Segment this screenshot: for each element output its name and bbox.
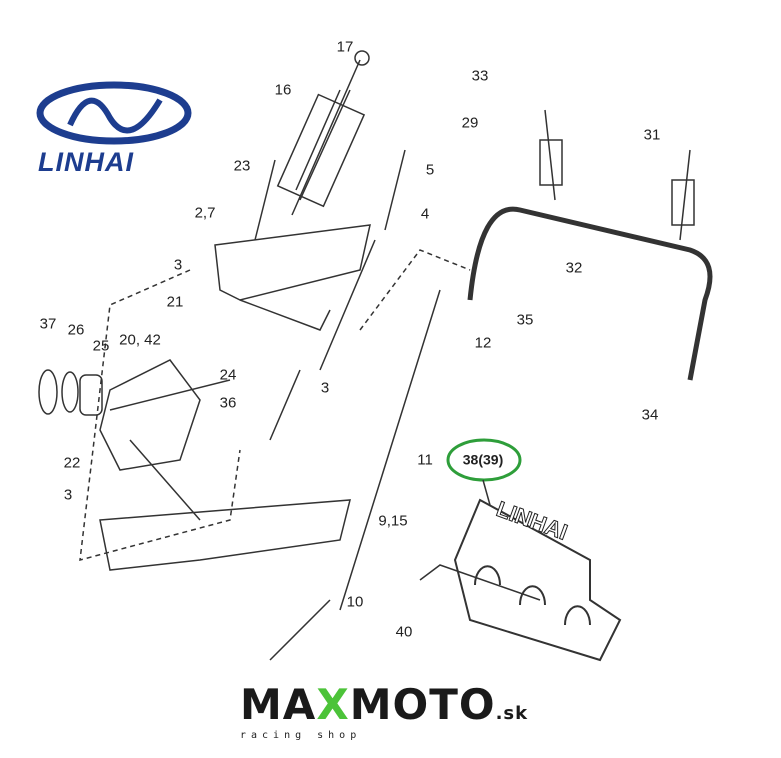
part-callout: 3 [173,256,183,274]
part-callout: 5 [425,161,435,179]
part-callout: 35 [516,311,534,329]
steering-knuckle [99,359,201,471]
part-callout: 24 [219,366,237,384]
maxmoto-logo: MAXMOTO.sk [240,684,528,726]
part-callout: 2,7 [194,204,216,222]
part-callout: 32 [565,259,583,277]
logo-x: X [316,680,350,729]
shock-absorber [276,50,370,216]
part-callout: 40 [395,623,413,641]
part-callout: 23 [233,157,251,175]
highlighted-part-label: 38(39) [462,451,504,468]
part-callout: 26 [67,321,85,339]
logo-domain: .sk [495,703,529,724]
part-callout: 4 [420,205,430,223]
part-callout: 3 [320,379,330,397]
lower-a-arm [99,499,351,571]
part-callout: 12 [474,334,492,352]
skid-plate-cover [453,498,622,662]
part-callout: 31 [643,126,661,144]
part-callout: 3 [63,486,73,504]
logo-part: MA [240,680,317,729]
part-callout: 33 [471,67,489,85]
logo-part: MOTO [349,680,496,729]
part-callout: 36 [219,394,237,412]
part-callout: 11 [417,451,433,469]
part-callout: 20, 42 [119,331,161,349]
part-callout: 22 [63,454,81,472]
upper-a-arm [214,224,371,301]
part-callout: 37 [39,315,57,333]
highlight-ring [446,438,522,482]
tagline: racing shop [240,730,362,741]
part-callout: 29 [461,114,479,132]
part-callout: 25 [92,337,110,355]
cover-text: LINHAI [493,496,570,545]
linhai-brand-text: LINHAI [38,147,134,177]
part-callout: 17 [336,38,354,56]
part-callout: 21 [166,293,184,311]
part-callout: 9,15 [378,512,408,530]
part-callout: 34 [641,406,659,424]
linhai-logo-icon [36,81,192,145]
stabilizer-bar [467,206,713,381]
part-callout: 10 [346,593,364,611]
part-callout: 16 [274,81,292,99]
